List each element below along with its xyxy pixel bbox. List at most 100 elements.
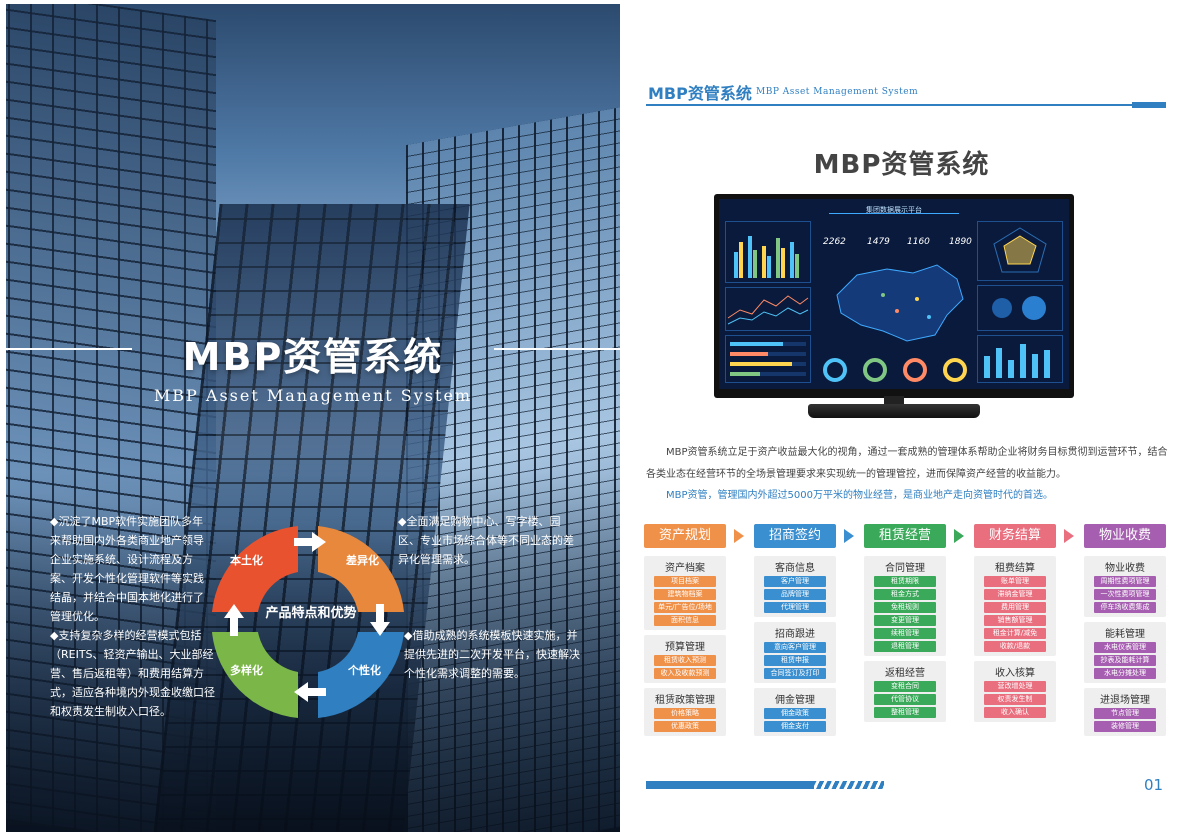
feature-text-differentiation: ◆全面满足购物中心、写字楼、园区、专业市场综合体等不同业态的差异化管理需求。	[398, 515, 574, 566]
mini-bar-graphic	[984, 344, 1050, 378]
module-item: 变租合同	[874, 681, 936, 692]
monitor-stand-base	[808, 404, 980, 418]
module-title: 租费结算	[995, 563, 1035, 574]
module-item: 周期性费项管理	[1094, 576, 1156, 587]
cover-subtitle: MBP Asset Management System	[153, 386, 473, 405]
feature-text-localization: ◆沉淀了MBP软件实施团队多年来帮助国内外各类商业地产领导企业实施系统、设计流程…	[50, 515, 204, 623]
page-title: MBP资管系统	[813, 150, 990, 180]
dashboard-stat: 1479	[867, 237, 890, 247]
dashboard-bar-graphic	[734, 236, 799, 278]
process-step-header: 租赁经营	[864, 524, 946, 548]
title-rule-right	[494, 348, 620, 350]
wheel-segment-localization	[212, 526, 298, 612]
module-box: 佣金管理佣金政策佣金支付	[754, 688, 836, 736]
module-item: 一次性费项管理	[1094, 589, 1156, 600]
module-item: 整租管理	[874, 707, 936, 718]
module-item: 客户管理	[764, 576, 826, 587]
module-item: 销售额管理	[984, 615, 1046, 626]
module-box: 预算管理租赁收入预测收入及收款预测	[644, 635, 726, 683]
wheel-label-diversity: 多样化	[230, 664, 263, 677]
wheel-label-personalization: 个性化	[348, 664, 381, 677]
wheel-center-label: 产品特点和优势	[265, 606, 357, 621]
module-title: 客商信息	[775, 563, 815, 574]
wheel-label-localization: 本土化	[230, 554, 263, 567]
module-item: 租金方式	[874, 589, 936, 600]
process-column: 租费结算账单管理滞纳金管理费用管理销售额管理租金计算/减免收款/退款收入核算营改…	[974, 556, 1056, 727]
module-title: 物业收费	[1105, 563, 1145, 574]
header-subtitle: MBP Asset Management System	[756, 87, 919, 97]
photo-shade	[6, 472, 620, 832]
process-step-header: 资产规划	[644, 524, 726, 548]
process-step-header: 财务结算	[974, 524, 1056, 548]
module-item: 装修管理	[1094, 721, 1156, 732]
module-box: 资产档案项目档案建筑物档案单元/广告位/场地面积信息	[644, 556, 726, 630]
cover-photo-page: MBP资管系统 MBP Asset Management System ◆沉淀了…	[6, 4, 620, 832]
intro-paragraph: MBP资管系统立足于资产收益最大化的视角，通过一套成熟的管理体系帮助企业将财务目…	[646, 447, 1168, 480]
module-item: 停车场收费集成	[1094, 602, 1156, 613]
dashboard-panel-progress	[725, 335, 811, 383]
module-item: 变更管理	[874, 615, 936, 626]
module-item: 免租规则	[874, 602, 936, 613]
dashboard-line-graphic	[727, 295, 809, 325]
module-box: 物业收费周期性费项管理一次性费项管理停车场收费集成	[1084, 556, 1166, 617]
module-box: 客商信息客户管理品牌管理代理管理	[754, 556, 836, 617]
module-item: 意向客户管理	[764, 642, 826, 653]
module-item: 营改增处理	[984, 681, 1046, 692]
header-rule	[646, 104, 1162, 106]
product-page: MBP资管系统 MBP Asset Management System MBP资…	[622, 0, 1181, 836]
header-rule-accent	[1132, 102, 1166, 108]
header-title: MBP资管系统	[648, 84, 752, 103]
process-column: 物业收费周期性费项管理一次性费项管理停车场收费集成能耗管理水电仪表管理抄表及能耗…	[1084, 556, 1166, 741]
process-step-header: 招商签约	[754, 524, 836, 548]
intro-highlight: MBP资管，管理国内外超过5000万平米的物业经营，是商业地产走向资管时代的首选…	[666, 490, 1053, 501]
process-step-header: 物业收费	[1084, 524, 1166, 548]
module-title: 合同管理	[885, 563, 925, 574]
module-item: 合同签订及打印	[764, 668, 826, 679]
dashboard-title: 集团数据展示平台	[866, 206, 922, 214]
module-item: 租赁收入预测	[654, 655, 716, 666]
arrow-down-icon	[370, 604, 390, 636]
module-item: 建筑物档案	[654, 589, 716, 600]
wheel-segment-diversity	[212, 632, 298, 718]
process-arrow-icon	[954, 529, 964, 543]
module-item: 项目档案	[654, 576, 716, 587]
module-item: 水电仪表管理	[1094, 642, 1156, 653]
feature-text-diversity: ◆支持复杂多样的经营模式包括（REITS、轻资产输出、大业部经营、售后返租等）和…	[50, 629, 215, 718]
module-item: 滞纳金管理	[984, 589, 1046, 600]
china-map-graphic	[836, 264, 964, 342]
module-item: 账单管理	[984, 576, 1046, 587]
dashboard-map	[817, 255, 971, 347]
bubble-graphic	[992, 296, 1046, 320]
module-box: 能耗管理水电仪表管理抄表及能耗计算水电分摊处理	[1084, 622, 1166, 683]
module-box: 进退场管理节点管理装修管理	[1084, 688, 1166, 736]
arrow-up-icon	[224, 604, 244, 636]
module-box: 返租经营变租合同代管协议整租管理	[864, 661, 946, 722]
module-title: 返租经营	[885, 668, 925, 679]
module-title: 佣金管理	[775, 695, 815, 706]
module-box: 租赁政策管理价格策略优惠政策	[644, 688, 726, 736]
module-item: 价格策略	[654, 708, 716, 719]
feature-wheel	[212, 526, 404, 718]
process-column: 合同管理租赁期限租金方式免租规则变更管理续租管理退租管理返租经营变租合同代管协议…	[864, 556, 946, 727]
dashboard-panel-mini-bars	[977, 335, 1063, 383]
monitor-stand-neck	[884, 396, 904, 406]
module-item: 权责发生制	[984, 694, 1046, 705]
module-item: 收款/退款	[984, 641, 1046, 652]
wheel-segment-personalization	[318, 632, 404, 718]
module-item: 代管协议	[874, 694, 936, 705]
dashboard-top-bar	[829, 213, 959, 214]
module-item: 面积信息	[654, 615, 716, 626]
module-item: 水电分摊处理	[1094, 668, 1156, 679]
dashboard-panel-bubbles	[977, 285, 1063, 331]
module-item: 抄表及能耗计算	[1094, 655, 1156, 666]
module-item: 节点管理	[1094, 708, 1156, 719]
process-column: 客商信息客户管理品牌管理代理管理招商跟进意向客户管理租赁申报合同签订及打印佣金管…	[754, 556, 836, 741]
module-item: 优惠政策	[654, 721, 716, 732]
wheel-segment-differentiation	[318, 526, 404, 612]
dashboard-stat: 1890	[949, 237, 972, 247]
module-item: 代理管理	[764, 602, 826, 613]
module-title: 预算管理	[665, 642, 705, 653]
process-column: 资产档案项目档案建筑物档案单元/广告位/场地面积信息预算管理租赁收入预测收入及收…	[644, 556, 726, 741]
dashboard-panel-radar	[977, 221, 1063, 281]
module-box: 合同管理租赁期限租金方式免租规则变更管理续租管理退租管理	[864, 556, 946, 656]
